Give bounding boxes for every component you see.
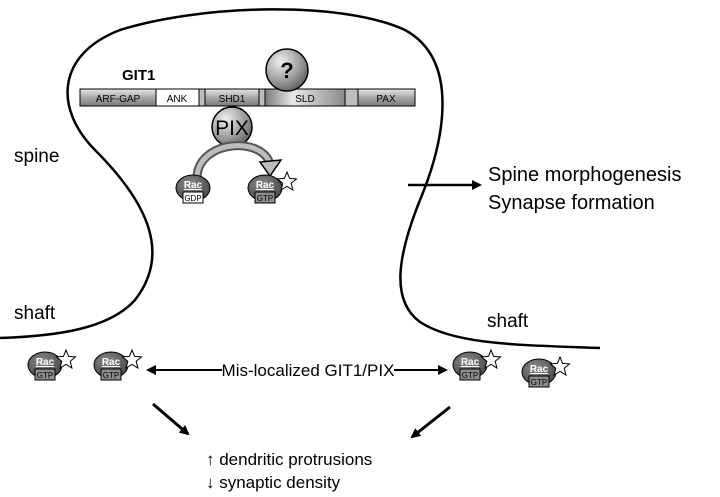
rac-gtp-shaft-right-1-name: Rac — [461, 357, 480, 368]
pix-label: PIX — [215, 117, 249, 140]
shaft-left-label: shaft — [14, 303, 56, 324]
unknown-partner-ball — [265, 48, 309, 92]
rac-gtp-shaft-right-2-name: Rac — [530, 364, 549, 375]
rac-gtp-shaft-right-1: Rac GTP — [452, 348, 502, 381]
rac-gtp-shaft-left-2-name: Rac — [102, 357, 121, 368]
rac-gtp-shaft-left-1: Rac GTP — [27, 348, 77, 381]
rac-gdp-spine-state: GDP — [184, 194, 201, 203]
active-star-icon — [55, 348, 77, 370]
active-star-icon — [276, 170, 298, 192]
domain-ank-label: ANK — [167, 94, 188, 105]
rac-gtp-shaft-left-2: Rac GTP — [93, 348, 143, 381]
rac-gtp-shaft-left-1-state: GTP — [37, 371, 53, 380]
rac-gtp-shaft-left-1-name: Rac — [36, 357, 55, 368]
rac-gdp-spine-name: Rac — [184, 180, 203, 191]
unknown-partner-label: ? — [280, 58, 293, 83]
spine-membrane-outline — [0, 8, 601, 350]
domain-gap-c — [344, 88, 359, 107]
mislocalized-label: Mis-localized GIT1/PIX — [222, 361, 395, 380]
git1-domain-bar: ARF-GAP ANK SHD1 SLD PAX — [79, 88, 416, 107]
domain-pax-label: PAX — [376, 94, 396, 105]
outcome-line-1: Spine morphogenesis — [488, 164, 681, 186]
active-star-icon — [549, 355, 571, 377]
outcome-line-2: Synapse formation — [488, 192, 655, 214]
rac-gtp-spine-name: Rac — [256, 180, 275, 191]
effect-arrow-right — [410, 405, 451, 439]
rac-gtp-shaft-right-1-state: GTP — [462, 371, 478, 380]
spine-region-label: spine — [14, 146, 59, 167]
domain-gap-a — [198, 88, 206, 107]
rac-gtp-shaft-right-2-state: GTP — [531, 378, 547, 387]
domain-gap-b — [258, 88, 266, 107]
effect-arrow-left — [152, 402, 190, 436]
rac-gtp-shaft-left-2-state: GTP — [103, 371, 119, 380]
rac-gtp-spine-state: GTP — [257, 194, 273, 203]
domain-pax-box — [357, 88, 416, 107]
domain-sld-label: SLD — [295, 94, 314, 105]
git1-label: GIT1 — [122, 67, 155, 84]
domain-arf-gap-label: ARF-GAP — [96, 94, 141, 105]
active-star-icon — [480, 348, 502, 370]
effect-line-2: ↓ synaptic density — [206, 473, 341, 492]
effect-line-1: ↑ dendritic protrusions — [206, 450, 372, 469]
rac-gtp-shaft-right-2: Rac GTP — [521, 355, 571, 388]
shaft-right-label: shaft — [487, 311, 529, 332]
rac-gtp-spine: Rac GTP — [247, 170, 298, 204]
gdp-gtp-exchange-arrow — [192, 141, 283, 181]
domain-shd1-label: SHD1 — [219, 94, 246, 105]
rac-gdp-spine: Rac GDP — [175, 174, 211, 204]
active-star-icon — [121, 348, 143, 370]
